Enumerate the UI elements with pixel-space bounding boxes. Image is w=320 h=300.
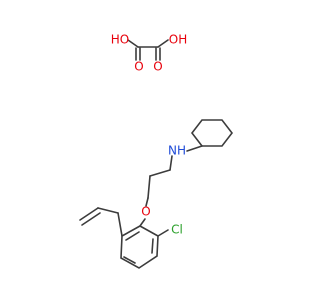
bond-c-oh-right bbox=[157, 39, 169, 48]
bond-ch2-ch bbox=[97, 207, 119, 214]
oxalic-acid: HO OH O O bbox=[111, 33, 187, 74]
label-ho-left: HO bbox=[111, 33, 129, 47]
bond-ch-ch2-a bbox=[79, 207, 99, 221]
label-o-ether: O bbox=[141, 205, 150, 219]
bond-c1-c2 bbox=[149, 169, 171, 177]
bond-c3-o bbox=[145, 197, 149, 207]
bond-c-oh-left bbox=[127, 39, 139, 48]
label-cl: Cl bbox=[171, 223, 183, 237]
bond-ring-n bbox=[186, 145, 203, 152]
cyclopentane-ring bbox=[190, 119, 234, 147]
label-nh: NH bbox=[168, 144, 186, 158]
label-oh-right: OH bbox=[169, 33, 187, 47]
benzene-double-1 bbox=[151, 238, 154, 254]
label-o-carbonyl-left: O bbox=[134, 60, 143, 74]
benzene-double-2 bbox=[123, 256, 136, 264]
label-o-carbonyl-right: O bbox=[153, 60, 162, 74]
bond-ch-ch2-b bbox=[81, 212, 101, 226]
chemical-structure: HO OH O O NH O Cl bbox=[79, 33, 234, 269]
main-molecule: NH O Cl bbox=[79, 119, 234, 269]
benzene-double-3 bbox=[125, 231, 140, 241]
bond-o-aryl bbox=[139, 218, 146, 227]
bond-aryl-cl bbox=[157, 229, 169, 237]
bond-n-c1 bbox=[169, 155, 173, 171]
bond-c2-c3 bbox=[147, 175, 151, 199]
bond-aryl-ch2 bbox=[117, 212, 123, 237]
